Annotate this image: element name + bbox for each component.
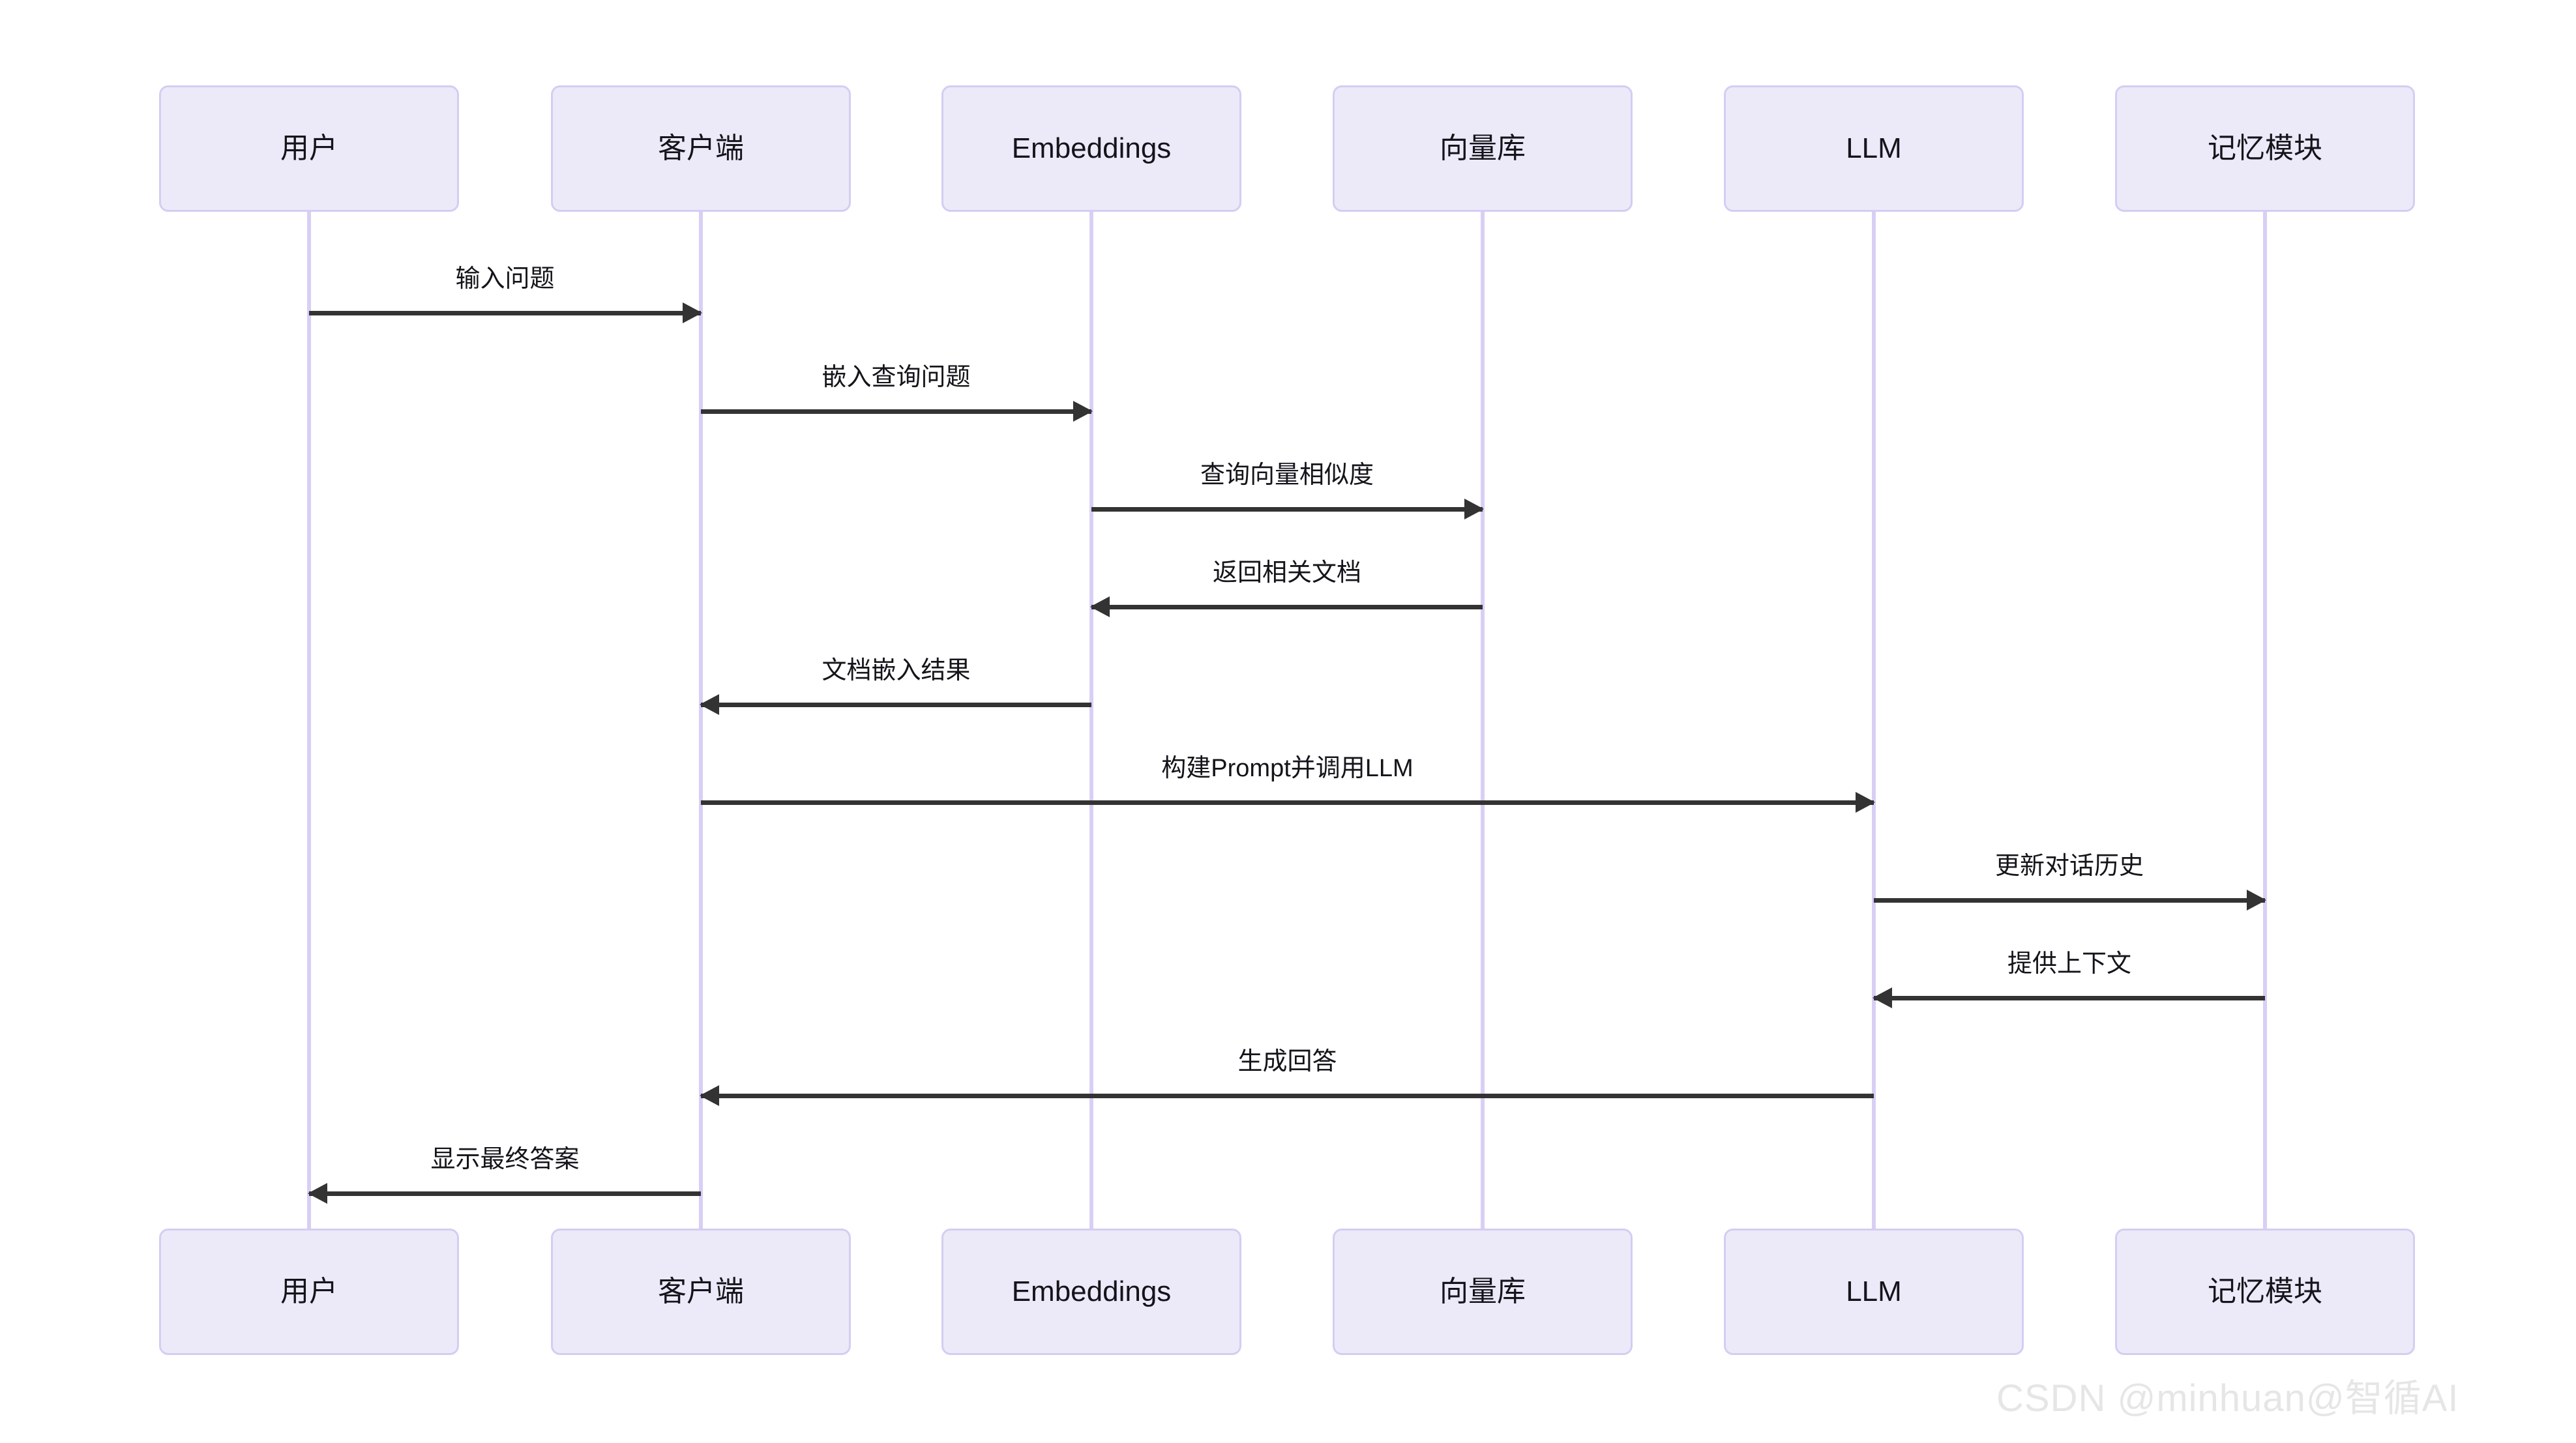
message-line [701, 703, 1091, 707]
message-line [1091, 507, 1483, 512]
participant-label-embeddings: Embeddings [1011, 1275, 1172, 1307]
footer-participant-vectordb[interactable]: 向量库 [1333, 1229, 1633, 1355]
participant-label-user: 用户 [280, 1275, 338, 1307]
lifeline-client [699, 212, 703, 1229]
participant-label-llm: LLM [1846, 1275, 1902, 1307]
message-line [701, 409, 1091, 414]
header-participant-vectordb[interactable]: 向量库 [1333, 85, 1633, 212]
message-label-7: 更新对话历史 [1994, 853, 2144, 880]
arrow-head-icon [308, 1183, 327, 1204]
lifeline-llm [1872, 212, 1876, 1229]
arrow-head-icon [1073, 401, 1093, 422]
lifeline-vectordb [1481, 212, 1485, 1229]
participant-label-llm: LLM [1846, 132, 1902, 164]
participant-label-memory: 记忆模块 [2208, 1275, 2322, 1307]
footer-participant-user[interactable]: 用户 [159, 1229, 459, 1355]
message-label-2: 嵌入查询问题 [822, 364, 971, 391]
arrow-head-icon [1856, 792, 1875, 813]
message-label-1: 输入问题 [455, 265, 555, 293]
arrow-head-icon [700, 1085, 719, 1106]
message-label-6: 构建Prompt并调用LLM [1161, 755, 1414, 782]
footer-participant-memory[interactable]: 记忆模块 [2115, 1229, 2415, 1355]
header-participant-memory[interactable]: 记忆模块 [2115, 85, 2415, 212]
arrow-head-icon [1464, 499, 1484, 519]
arrow-head-icon [1873, 987, 1892, 1008]
message-label-3: 查询向量相似度 [1200, 461, 1374, 489]
participant-label-memory: 记忆模块 [2208, 132, 2322, 164]
message-line [309, 311, 701, 315]
arrow-head-icon [700, 694, 719, 715]
message-label-9: 生成回答 [1237, 1048, 1337, 1075]
message-line [1874, 898, 2265, 903]
message-line [1091, 605, 1483, 609]
message-label-10: 显示最终答案 [430, 1146, 580, 1173]
arrow-head-icon [683, 302, 702, 323]
participant-label-client: 客户端 [658, 132, 744, 164]
message-line [701, 800, 1874, 805]
header-participant-client[interactable]: 客户端 [551, 85, 851, 212]
arrow-head-icon [2247, 890, 2266, 911]
watermark: CSDN @minhuan@智循AI [1996, 1377, 2459, 1420]
footer-participant-client[interactable]: 客户端 [551, 1229, 851, 1355]
lifeline-memory [2263, 212, 2267, 1229]
message-label-8: 提供上下文 [2007, 950, 2131, 978]
message-line [1874, 996, 2265, 1000]
message-label-4: 返回相关文档 [1212, 559, 1361, 587]
participant-label-vectordb: 向量库 [1440, 1275, 1526, 1307]
message-label-5: 文档嵌入结果 [822, 657, 971, 684]
lifeline-embeddings [1089, 212, 1093, 1229]
footer-participant-embeddings[interactable]: Embeddings [941, 1229, 1241, 1355]
lifeline-user [307, 212, 311, 1229]
header-participant-llm[interactable]: LLM [1724, 85, 2024, 212]
message-line [309, 1191, 701, 1196]
participant-label-user: 用户 [280, 132, 338, 164]
header-participant-embeddings[interactable]: Embeddings [941, 85, 1241, 212]
footer-participant-llm[interactable]: LLM [1724, 1229, 2024, 1355]
participant-label-vectordb: 向量库 [1440, 132, 1526, 164]
arrow-head-icon [1090, 596, 1110, 617]
participant-label-client: 客户端 [658, 1275, 744, 1307]
header-participant-user[interactable]: 用户 [159, 85, 459, 212]
message-line [701, 1094, 1874, 1098]
participant-label-embeddings: Embeddings [1011, 132, 1172, 164]
